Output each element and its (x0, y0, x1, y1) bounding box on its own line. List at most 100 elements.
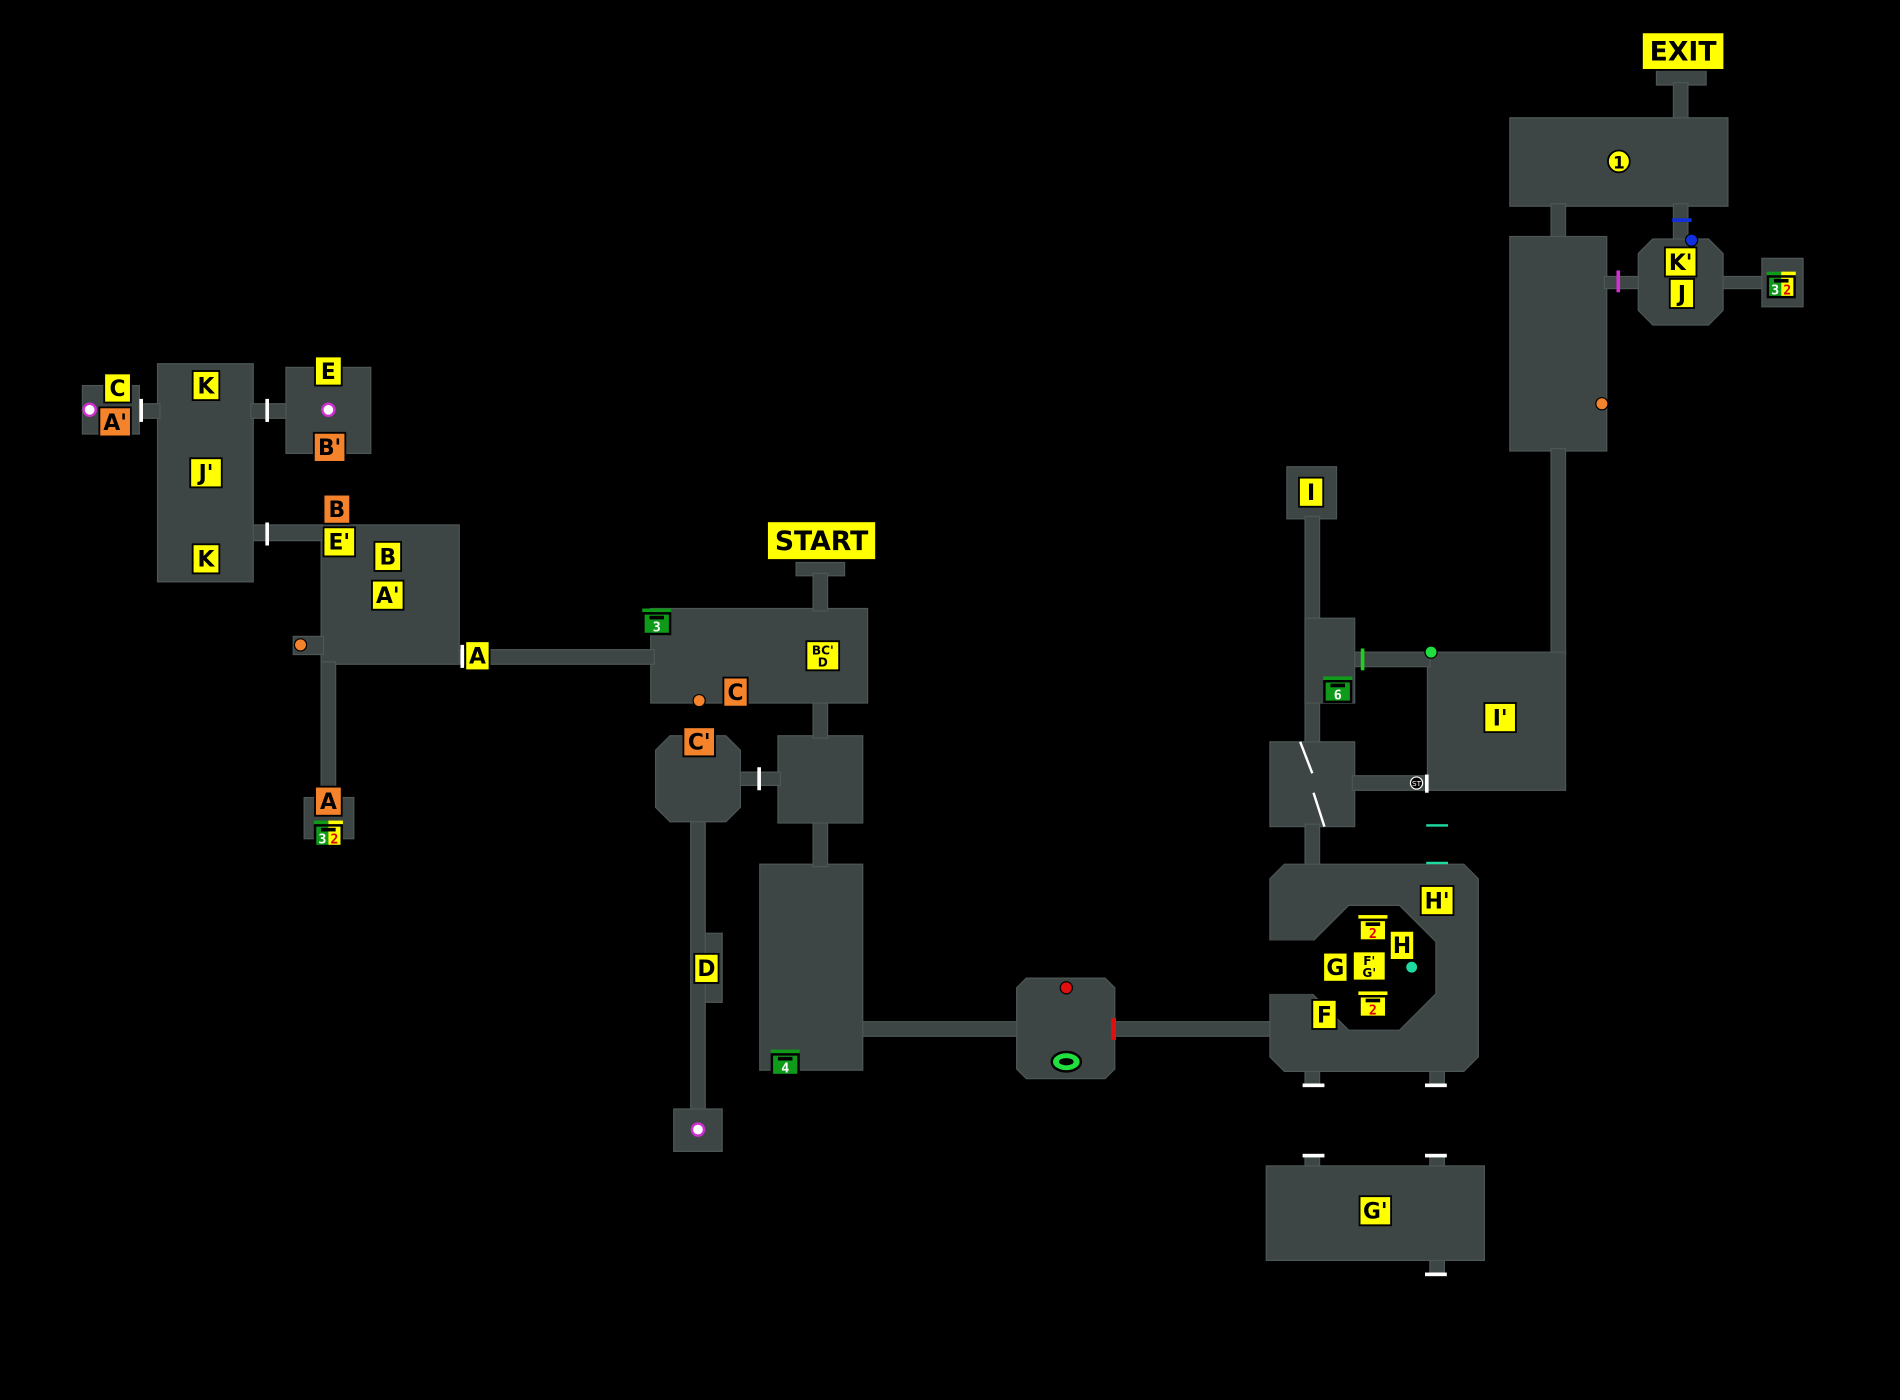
label-box (1668, 278, 1695, 309)
white-door[interactable] (265, 522, 270, 546)
white-door[interactable] (1425, 1083, 1447, 1088)
label-box (766, 520, 877, 561)
label-box (373, 540, 402, 572)
label-text: E' (328, 531, 350, 556)
chest-lock (1365, 998, 1381, 1003)
chest-lock (649, 615, 665, 620)
save-point-icon[interactable] (1409, 776, 1424, 790)
corridor (1111, 1021, 1273, 1037)
chest-lid (1781, 271, 1796, 276)
white-door[interactable] (757, 767, 761, 791)
chest-outline (1766, 275, 1796, 299)
label-text: A (320, 790, 337, 815)
label-b-orange: B (322, 493, 352, 525)
label-text: A' (376, 584, 400, 609)
label-text: D (818, 656, 828, 670)
corridor (1672, 82, 1689, 120)
chest-lid (313, 820, 329, 825)
label-box (312, 431, 347, 463)
warp-point-icon[interactable] (82, 402, 97, 418)
label-box (98, 406, 132, 438)
label-box (1388, 929, 1416, 961)
label-h: H (1388, 929, 1416, 961)
red-switch[interactable] (1059, 981, 1073, 995)
white-door[interactable] (1302, 1153, 1325, 1158)
label-i: I (1298, 476, 1325, 508)
chest-count: 4 (781, 1062, 789, 1077)
corridor (812, 700, 829, 739)
treasure-chest-icon[interactable]: 2 (1358, 991, 1388, 1018)
label-f-g-prime: F'G' (1351, 950, 1387, 982)
label-text: D (697, 957, 715, 982)
white-door[interactable] (1425, 1272, 1447, 1277)
magenta-door[interactable] (1616, 270, 1621, 293)
label-e: E (314, 355, 343, 387)
label-text: B (379, 545, 396, 570)
diagonal-barrier (1299, 741, 1314, 774)
label-box (682, 726, 716, 758)
chest-lock (777, 1056, 793, 1061)
label-text: E (321, 360, 336, 385)
green-switch[interactable] (1424, 645, 1438, 659)
chest-count: 3 (318, 833, 326, 848)
white-door[interactable] (460, 644, 465, 668)
treasure-chest-icon[interactable]: 4 (770, 1049, 800, 1077)
label-box (693, 952, 720, 984)
blue-door[interactable] (1672, 218, 1692, 222)
corridor (812, 572, 829, 612)
white-door[interactable] (1302, 1083, 1325, 1088)
pit-opening (1267, 940, 1316, 994)
label-box (722, 676, 749, 708)
chest-count: 3 (1771, 284, 1779, 299)
label-d: D (693, 952, 720, 984)
chest-lid (642, 608, 672, 613)
corridor (1550, 203, 1567, 241)
teal-barrier[interactable] (1426, 824, 1449, 827)
chest-outline (313, 824, 343, 848)
white-door[interactable] (1425, 1153, 1447, 1158)
label-text: C (728, 681, 744, 706)
label-box (191, 543, 221, 575)
orange-switch[interactable] (1595, 397, 1609, 411)
white-door[interactable] (1425, 774, 1429, 793)
warp-point-icon[interactable] (321, 402, 336, 418)
label-j: J (1668, 278, 1695, 309)
central-room (1016, 977, 1116, 1080)
green-door[interactable] (1360, 648, 1365, 671)
label-box (1640, 31, 1726, 71)
chest-count: 6 (1334, 688, 1342, 703)
teal-switch[interactable] (1405, 960, 1419, 974)
label-text: J (1676, 282, 1686, 307)
label-a-orange: A (314, 785, 343, 817)
waypoint-icon (1607, 149, 1631, 174)
label-k: K (191, 543, 221, 575)
treasure-chest-icon[interactable]: 6 (1323, 676, 1353, 703)
label-g-prime: G' (1358, 1195, 1392, 1227)
label-box (1358, 1195, 1392, 1227)
label-box (314, 785, 343, 817)
label-text: EXIT (1650, 37, 1718, 68)
red-door[interactable] (1111, 1018, 1117, 1040)
orange-switch[interactable] (692, 693, 706, 708)
label-box (1298, 476, 1325, 508)
corridor (251, 524, 323, 542)
label-text: F' (1363, 954, 1375, 968)
white-door[interactable] (139, 398, 143, 422)
label-k-prime: K' (1664, 246, 1698, 278)
chest-count: 2 (1783, 284, 1791, 299)
white-door[interactable] (265, 398, 270, 422)
orange-switch[interactable] (293, 638, 308, 652)
corridor (862, 1021, 1020, 1037)
warp-point-icon[interactable] (690, 1122, 706, 1137)
well-hole (1059, 1058, 1074, 1066)
teal-barrier[interactable] (1426, 861, 1449, 865)
blue-switch[interactable] (1684, 233, 1699, 247)
label-box (1322, 951, 1349, 983)
corridor (812, 819, 829, 868)
label-box (189, 457, 223, 489)
treasure-chest-icon[interactable]: 2 (1358, 915, 1388, 942)
treasure-chest-icon[interactable]: 3 (642, 608, 672, 636)
